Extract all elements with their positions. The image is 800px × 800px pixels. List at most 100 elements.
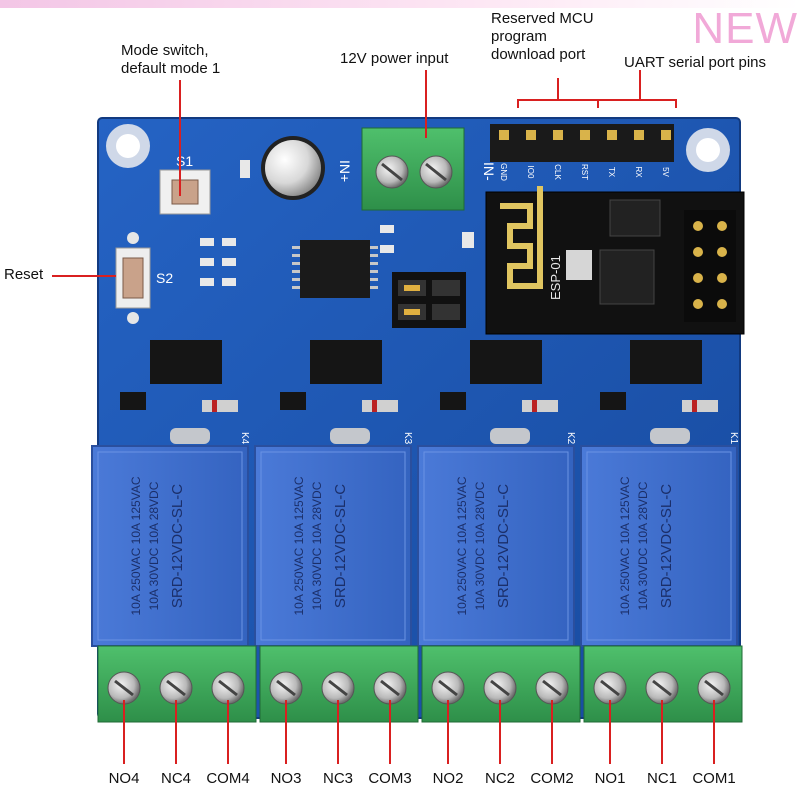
- annotation-leaders: [52, 70, 677, 277]
- screw-slot: [600, 679, 620, 697]
- relay-model: SRD-12VDC-SL-C: [495, 484, 512, 608]
- relay-id-silkscreen: K1: [728, 432, 739, 445]
- relay-rating-ac: 10A 250VAC 10A 125VAC: [455, 476, 469, 615]
- relay-id-silkscreen: K4: [239, 432, 250, 445]
- relay-rating-ac: 10A 250VAC 10A 125VAC: [129, 476, 143, 615]
- header-pin: [580, 130, 590, 140]
- optocoupler: [470, 340, 542, 384]
- relay-rating-dc: 10A 30VDC 10A 28VDC: [636, 481, 650, 610]
- screw-slot: [276, 679, 296, 697]
- reset-annotation: Reset: [4, 266, 44, 283]
- diode-band: [212, 400, 217, 412]
- mcu-port-annotation: Reserved MCU program download port: [491, 10, 594, 63]
- terminal-label-com2: COM2: [530, 770, 574, 787]
- transistor: [280, 392, 306, 410]
- terminal-label-no2: NO2: [432, 770, 464, 787]
- diode-band: [532, 400, 537, 412]
- screw-slot: [218, 679, 238, 697]
- header-pin: [634, 130, 644, 140]
- optocoupler-row: [120, 340, 718, 444]
- terminal-label-nc2: NC2: [484, 770, 516, 787]
- in-plus-silkscreen: IN+: [337, 160, 353, 182]
- optocoupler: [630, 340, 702, 384]
- screw-slot: [114, 679, 134, 697]
- header-pin: [607, 130, 617, 140]
- mode-switch-annotation: Mode switch, default mode 1: [121, 42, 221, 77]
- header-pin: [553, 130, 563, 140]
- relay-id-silkscreen: K3: [402, 432, 413, 445]
- header-pin-label: RX: [634, 166, 643, 178]
- optocoupler: [310, 340, 382, 384]
- top-gradient-bar: [0, 0, 800, 8]
- relay-standoff: [490, 428, 530, 444]
- header-pin: [661, 130, 671, 140]
- in-minus-silkscreen: IN-: [481, 162, 497, 181]
- header-pin-label: IO0: [526, 166, 535, 179]
- transistor: [440, 392, 466, 410]
- screw-slot: [490, 679, 510, 697]
- terminal-label-nc4: NC4: [160, 770, 192, 787]
- terminal-label-com4: COM4: [206, 770, 250, 787]
- header-pin: [499, 130, 509, 140]
- terminal-label-no4: NO4: [108, 770, 140, 787]
- esp-01-silkscreen: ESP-01: [548, 255, 563, 300]
- relay-rating-ac: 10A 250VAC 10A 125VAC: [292, 476, 306, 615]
- header-pin-label: GND: [499, 163, 508, 181]
- mode-jumpers: [392, 272, 466, 328]
- screw-slot: [704, 679, 724, 697]
- screw-slot: [542, 679, 562, 697]
- screw-slot: [380, 679, 400, 697]
- relay-model: SRD-12VDC-SL-C: [169, 484, 186, 608]
- diode: [362, 400, 398, 412]
- diode: [522, 400, 558, 412]
- power-terminal-block: IN+ IN-: [337, 127, 497, 211]
- header-pin: [526, 130, 536, 140]
- header-pin-label: RST: [580, 164, 589, 180]
- s1-silkscreen: S1: [176, 153, 193, 169]
- relay-row: 10A 250VAC 10A 125VAC 10A 30VDC 10A 28VDC…: [91, 432, 739, 647]
- relay-model: SRD-12VDC-SL-C: [332, 484, 349, 608]
- relay-k2: 10A 250VAC 10A 125VAC 10A 30VDC 10A 28VDC…: [417, 432, 576, 647]
- terminal-label-no1: NO1: [594, 770, 626, 787]
- relay-k4: 10A 250VAC 10A 125VAC 10A 30VDC 10A 28VDC…: [91, 432, 250, 647]
- uart-annotation: UART serial port pins: [624, 54, 767, 71]
- relay-standoff: [650, 428, 690, 444]
- diode: [682, 400, 718, 412]
- header-pin-label: 5V: [661, 167, 670, 177]
- diode: [202, 400, 238, 412]
- relay-id-silkscreen: K2: [565, 432, 576, 445]
- screw-slot: [166, 679, 186, 697]
- diode-band: [372, 400, 377, 412]
- screw-slot: [652, 679, 672, 697]
- relay-standoff: [170, 428, 210, 444]
- header-pin-label: CLK: [553, 164, 562, 180]
- electrolytic-capacitor: [261, 136, 325, 200]
- relay-k1: 10A 250VAC 10A 125VAC 10A 30VDC 10A 28VDC…: [580, 432, 739, 647]
- new-badge: NEW: [692, 4, 798, 53]
- terminal-label-com1: COM1: [692, 770, 736, 787]
- s2-silkscreen: S2: [156, 270, 173, 286]
- reset-switch-s2: S2: [115, 232, 173, 324]
- relay-rating-dc: 10A 30VDC 10A 28VDC: [310, 481, 324, 610]
- pin-header: GND IO0 CLK RST TX RX 5V: [490, 124, 674, 181]
- esp-01-module: ESP-01: [485, 186, 745, 335]
- smd-components: [200, 160, 474, 286]
- relay-rating-dc: 10A 30VDC 10A 28VDC: [147, 481, 161, 610]
- relay-rating-ac: 10A 250VAC 10A 125VAC: [618, 476, 632, 615]
- terminal-label-no3: NO3: [270, 770, 302, 787]
- terminal-label-nc3: NC3: [322, 770, 354, 787]
- terminal-label-com3: COM3: [368, 770, 412, 787]
- relay-standoff: [330, 428, 370, 444]
- terminal-label-nc1: NC1: [646, 770, 678, 787]
- relay-rating-dc: 10A 30VDC 10A 28VDC: [473, 481, 487, 610]
- header-pin-label: TX: [607, 167, 616, 178]
- power-input-annotation: 12V power input: [340, 50, 449, 67]
- optocoupler: [150, 340, 222, 384]
- diode-band: [692, 400, 697, 412]
- transistor: [120, 392, 146, 410]
- transistor: [600, 392, 626, 410]
- mode-switch-s1: S1: [159, 153, 211, 215]
- terminal-leaders: [123, 700, 715, 764]
